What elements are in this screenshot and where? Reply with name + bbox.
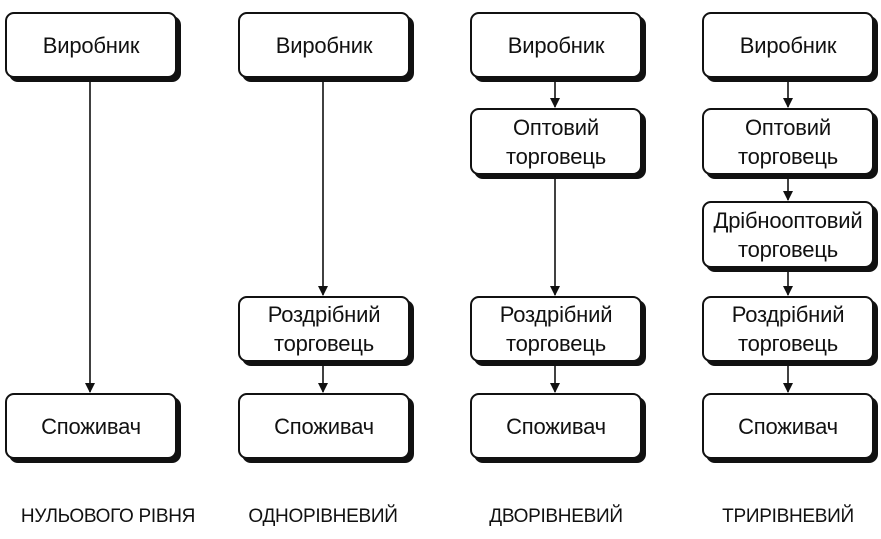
caption-col4: ТРИРІВНЕВИЙ: [722, 506, 854, 527]
node-col4-retailer-label: Роздрібний торговець: [731, 302, 845, 356]
node-col1-producer: Виробник: [5, 12, 177, 78]
node-col1-producer-label: Виробник: [42, 32, 140, 58]
node-col4-jobber: Дрібнооптовий торговець: [702, 201, 874, 268]
node-col4-producer: Виробник: [702, 12, 874, 78]
node-col3-producer-label: Виробник: [507, 32, 605, 58]
node-col3-producer: Виробник: [470, 12, 642, 78]
node-col2-retailer: Роздрібний торговець: [238, 296, 410, 362]
node-col3-wholesaler-label: Оптовий торговець: [505, 114, 606, 169]
node-col1-consumer: Споживач: [5, 393, 177, 459]
node-col1-consumer-label: Споживач: [41, 413, 141, 439]
node-col3-retailer-label: Роздрібний торговець: [499, 302, 613, 356]
node-col2-producer-label: Виробник: [275, 32, 373, 58]
caption-col3: ДВОРІВНЕВИЙ: [489, 506, 623, 527]
node-col3-wholesaler: Оптовий торговець: [470, 108, 642, 175]
node-col4-consumer-label: Споживач: [738, 413, 838, 439]
node-col4-wholesaler: Оптовий торговець: [702, 108, 874, 175]
node-col3-consumer: Споживач: [470, 393, 642, 459]
node-col4-jobber-label: Дрібнооптовий торговець: [713, 207, 863, 262]
node-col3-consumer-label: Споживач: [506, 413, 606, 439]
node-col2-producer: Виробник: [238, 12, 410, 78]
node-col3-retailer: Роздрібний торговець: [470, 296, 642, 362]
caption-col1: НУЛЬОВОГО РІВНЯ: [20, 506, 196, 527]
node-col4-producer-label: Виробник: [739, 32, 837, 58]
caption-col2: ОДНОРІВНЕВИЙ: [248, 506, 398, 527]
node-col4-wholesaler-label: Оптовий торговець: [737, 114, 838, 169]
node-col2-retailer-label: Роздрібний торговець: [267, 302, 381, 356]
node-col2-consumer-label: Споживач: [274, 413, 374, 439]
node-col2-consumer: Споживач: [238, 393, 410, 459]
node-col4-consumer: Споживач: [702, 393, 874, 459]
node-col4-retailer: Роздрібний торговець: [702, 296, 874, 362]
